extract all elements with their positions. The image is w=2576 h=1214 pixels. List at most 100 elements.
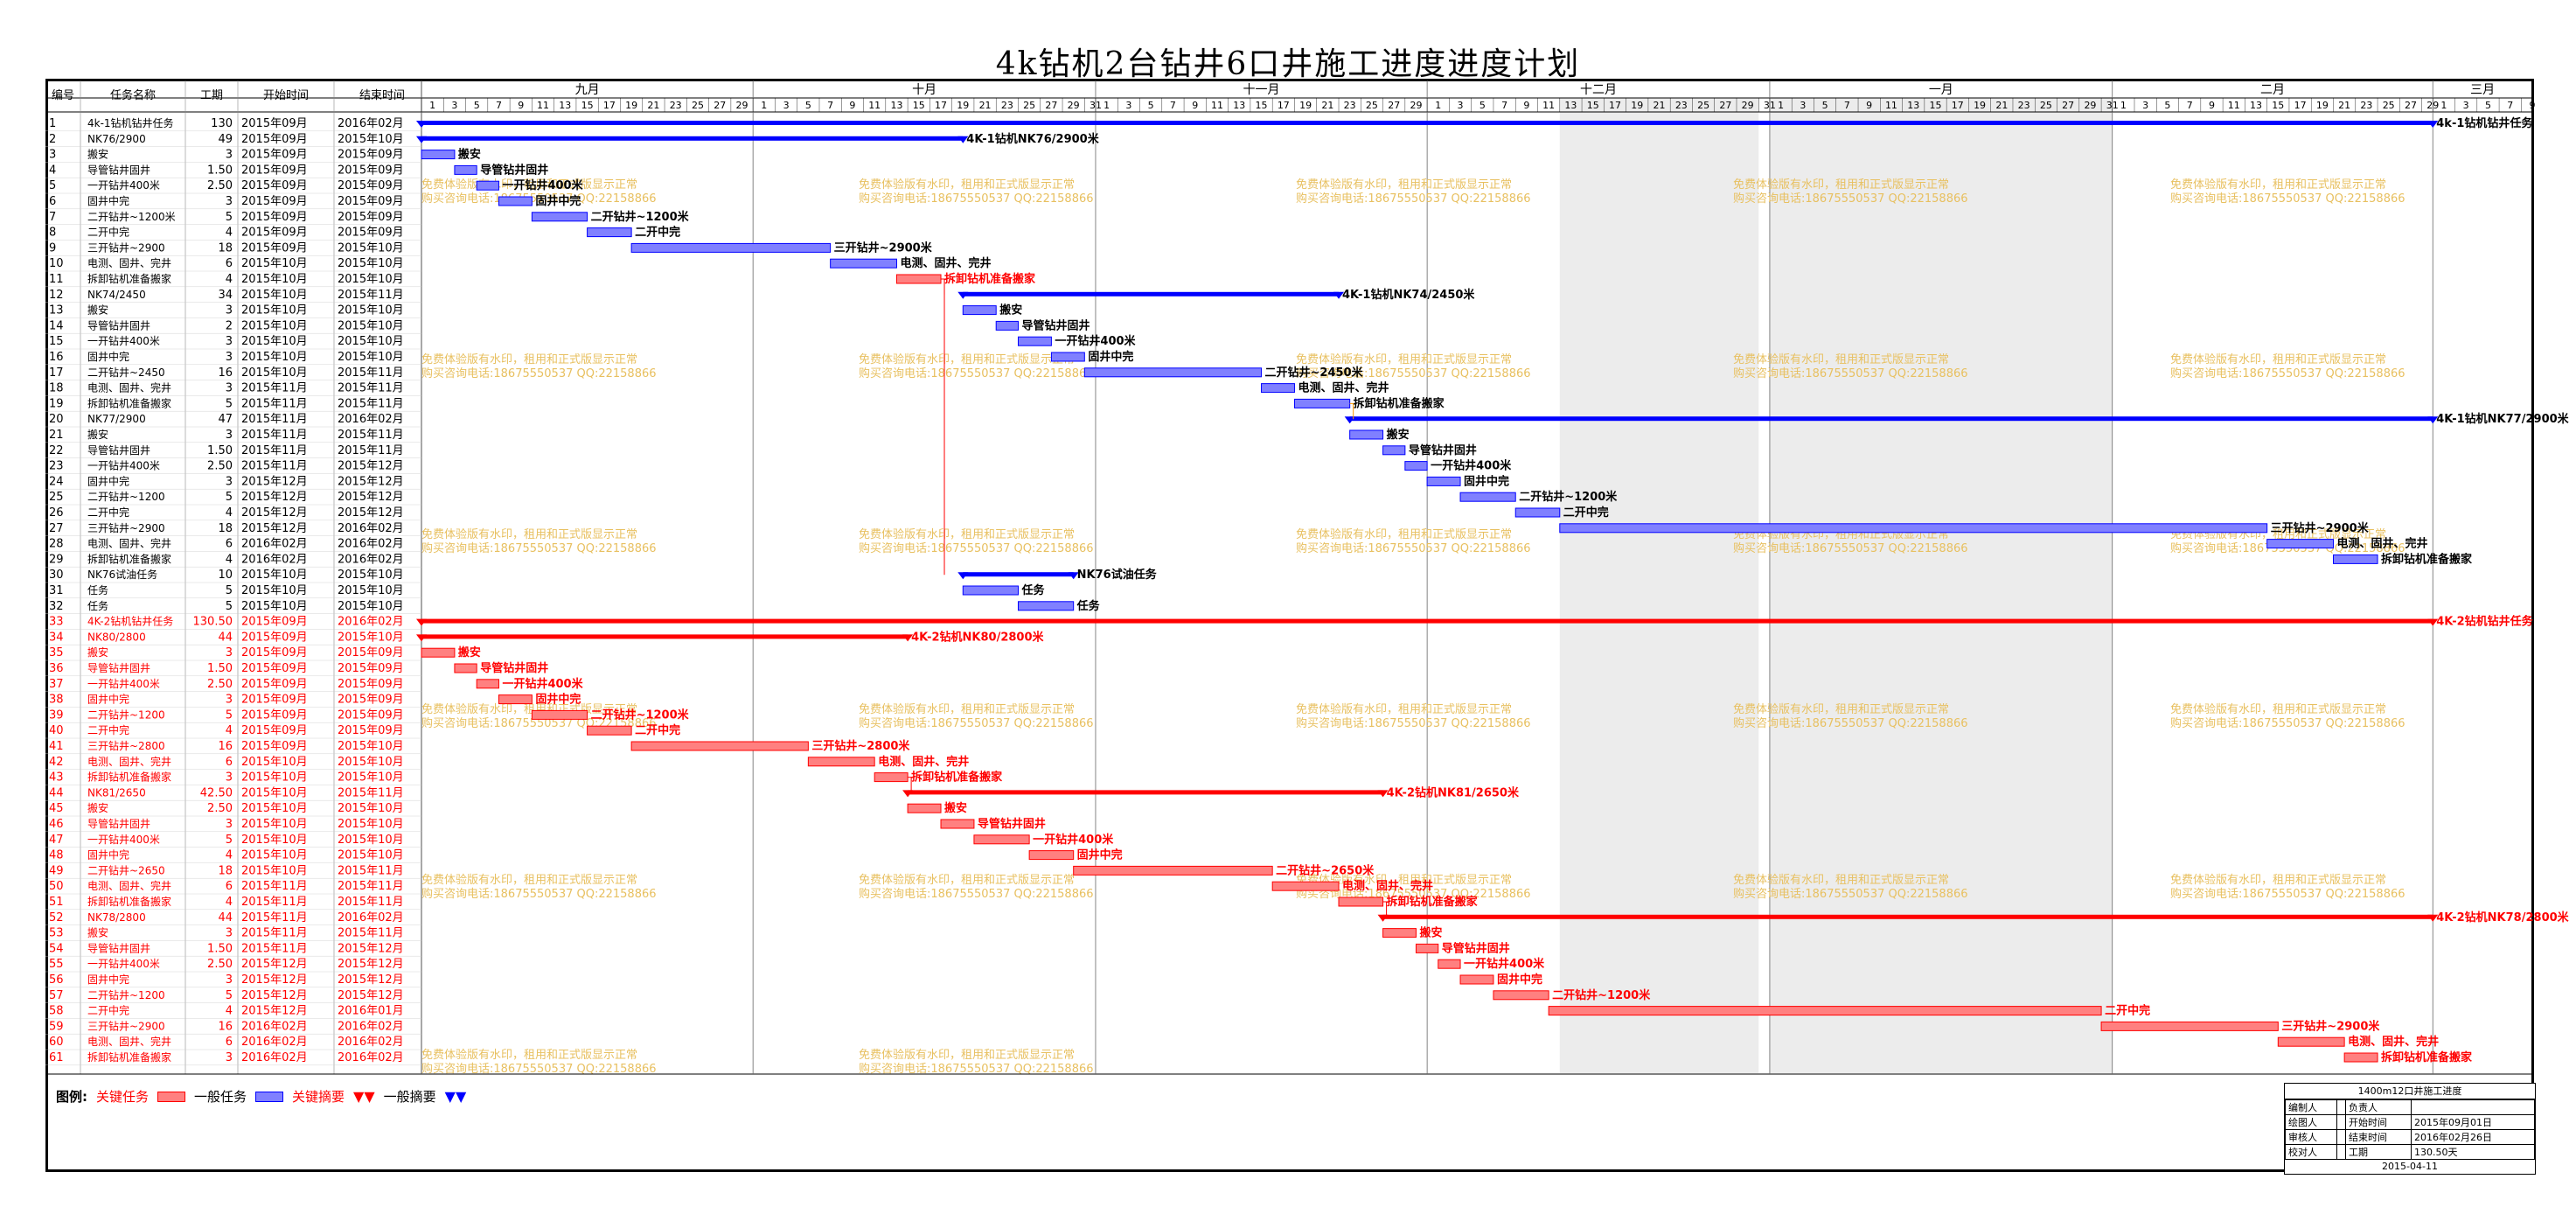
- summary-start-marker: [416, 121, 427, 128]
- row-start: 2015年12月: [241, 958, 308, 971]
- task-label: 拆卸钻机准备搬家: [2381, 1050, 2473, 1064]
- day-label: 21: [1321, 100, 1333, 111]
- row-name: NK80/2800: [87, 631, 146, 643]
- task-label: 二开钻井~1200米: [591, 210, 690, 224]
- row-name: 电测、固井、完井: [87, 1035, 171, 1048]
- row-end: 2015年10月: [338, 631, 404, 644]
- row-end: 2015年10月: [338, 818, 404, 831]
- task-label: 三开钻井~2900米: [2281, 1019, 2380, 1033]
- task-label: 搬安: [458, 645, 481, 659]
- day-label: 25: [2040, 100, 2052, 111]
- row-duration: 1.50: [207, 164, 233, 177]
- task-bar: [995, 320, 1019, 331]
- row-name: 一开钻井400米: [87, 459, 160, 472]
- summary-bar: [1382, 914, 2433, 919]
- row-start: 2015年09月: [241, 678, 308, 691]
- row-start: 2016年02月: [241, 1036, 308, 1049]
- row-id: 24: [49, 475, 64, 488]
- summary-start-marker: [957, 572, 969, 580]
- day-label: 9: [2209, 100, 2215, 111]
- row-id: 23: [49, 460, 64, 473]
- row-start: 2015年09月: [241, 133, 308, 146]
- task-bar: [1382, 928, 1417, 938]
- row-end: 2015年12月: [338, 506, 404, 520]
- row-name: 固井中完: [87, 350, 129, 363]
- day-label: 27: [1045, 100, 1057, 111]
- watermark-line: 免费体验版有水印，租用和正式版显示正常: [1296, 178, 1512, 192]
- task-label: 任务: [1076, 599, 1101, 613]
- row-name: 一开钻井400米: [87, 957, 160, 970]
- row-duration: 4: [226, 1005, 233, 1018]
- day-label: 11: [1542, 100, 1555, 111]
- task-label: 二开钻井~2650米: [1276, 863, 1375, 877]
- task-bar: [1459, 492, 1516, 502]
- watermark-line: 购买咨询电话:18675550537 QQ:22158866: [2170, 716, 2405, 730]
- day-label: 9: [2530, 100, 2536, 111]
- summary-bar: [421, 618, 2433, 624]
- watermark-line: 免费体验版有水印，租用和正式版显示正常: [421, 527, 637, 541]
- watermark-line: 免费体验版有水印，租用和正式版显示正常: [859, 527, 1075, 541]
- day-label: 7: [1844, 100, 1850, 111]
- summary-bar: [421, 121, 2433, 125]
- summary-start-marker: [957, 291, 969, 299]
- info-cell: [2336, 1114, 2347, 1130]
- watermark-line: 购买咨询电话:18675550537 QQ:22158866: [859, 366, 1094, 380]
- row-start: 2015年11月: [241, 911, 308, 924]
- row-id: 16: [49, 351, 64, 364]
- day-label: 23: [670, 100, 682, 111]
- day-label: 11: [2228, 100, 2240, 111]
- day-label: 1: [1778, 100, 1784, 111]
- day-label: 9: [518, 100, 524, 111]
- row-id: 8: [49, 227, 56, 240]
- task-bar: [2277, 1036, 2345, 1047]
- row-end: 2015年09月: [338, 227, 404, 240]
- dependency-link: [1382, 901, 1388, 917]
- row-id: 38: [49, 694, 64, 707]
- task-label: 搬安: [944, 801, 967, 815]
- row-duration: 3: [226, 335, 233, 348]
- task-bar: [940, 819, 975, 829]
- row-duration: 3: [226, 1051, 233, 1064]
- row-duration: 5: [226, 491, 233, 504]
- summary-start-marker: [416, 634, 427, 642]
- row-name: 二开钻井~1200米: [87, 210, 176, 223]
- task-label: 电测、固井、完井: [878, 755, 969, 769]
- row-id: 42: [49, 756, 64, 769]
- row-start: 2015年09月: [241, 740, 308, 753]
- day-label: 11: [1211, 100, 1223, 111]
- watermark-line: 免费体验版有水印，租用和正式版显示正常: [2170, 702, 2386, 716]
- day-label: 29: [736, 100, 748, 111]
- day-label: 19: [957, 100, 969, 111]
- row-duration: 5: [226, 397, 233, 410]
- row-duration: 3: [226, 351, 233, 364]
- task-label: 二开中完: [635, 226, 680, 240]
- task-label: 任务: [1020, 583, 1045, 597]
- summary-end-marker: [1333, 291, 1345, 299]
- row-end: 2015年09月: [338, 662, 404, 675]
- day-label: 13: [1907, 100, 1919, 111]
- row-start: 2015年10月: [241, 849, 308, 862]
- row-end: 2016年01月: [338, 1005, 404, 1018]
- summary-bar: [908, 790, 1383, 795]
- row-start: 2015年10月: [241, 304, 308, 317]
- task-bar: [1349, 429, 1384, 440]
- row-id: 53: [49, 927, 64, 940]
- row-end: 2015年10月: [338, 584, 404, 597]
- task-label: 导管钻井固井: [1021, 318, 1090, 332]
- row-duration: 2.50: [207, 678, 233, 691]
- task-label: 拆卸钻机准备搬家: [911, 771, 1003, 785]
- task-label: 拆卸钻机准备搬家: [944, 272, 1036, 286]
- legend-normal-task-swatch: [255, 1091, 284, 1102]
- row-id: 34: [49, 631, 64, 644]
- task-label: 4k-1钻机钻井任务: [2436, 116, 2533, 130]
- task-label: 电测、固井、完井: [2348, 1035, 2439, 1049]
- watermark-line: 免费体验版有水印，租用和正式版显示正常: [2170, 873, 2386, 887]
- row-duration: 4: [226, 896, 233, 909]
- row-duration: 4: [226, 227, 233, 240]
- row-id: 33: [49, 616, 64, 629]
- row-start: 2015年12月: [241, 522, 308, 535]
- row-name: 固井中完: [87, 693, 129, 706]
- task-label: 二开钻井~2450米: [1265, 366, 1364, 380]
- watermark-line: 购买咨询电话:18675550537 QQ:22158866: [1733, 541, 1968, 555]
- row-name: 固井中完: [87, 194, 129, 207]
